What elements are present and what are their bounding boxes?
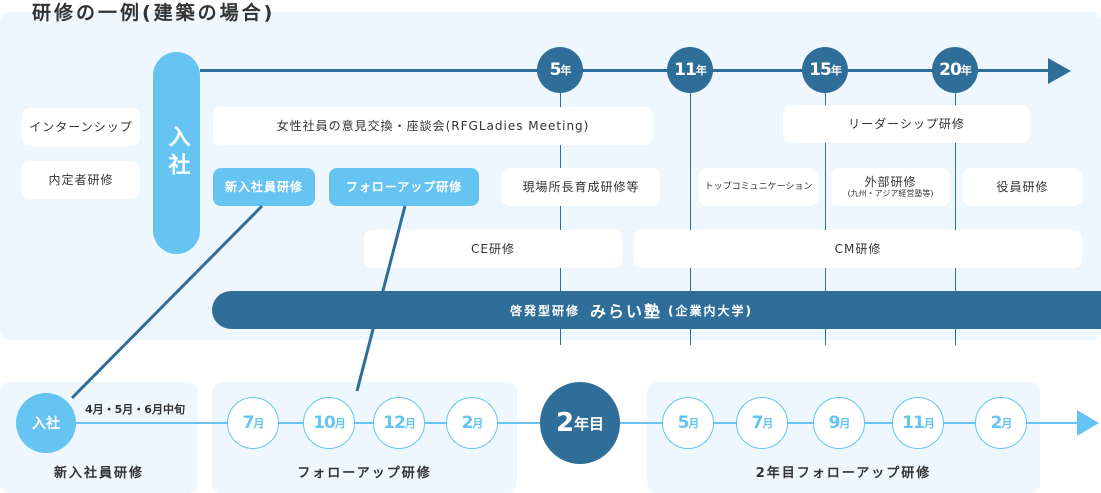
cm-box: CM研修	[634, 230, 1082, 268]
ladies-meeting-box: 女性社員の意見交換・座談会(RFGLadies Meeting)	[213, 107, 653, 145]
external-box: 外部研修(九州・アジア経営塾等)	[831, 168, 950, 206]
timeline-line	[200, 69, 1050, 72]
internship-box: インターンシップ	[22, 108, 140, 146]
timeline-arrow-icon	[1048, 58, 1071, 84]
executive-box: 役員研修	[963, 168, 1082, 206]
year-line	[560, 70, 561, 345]
follow-up-label: フォローアップ研修	[297, 466, 432, 481]
mirai-main: みらい塾	[590, 302, 663, 321]
pre-employment-box: 内定者研修	[22, 161, 140, 199]
bottom-arrow-icon	[1077, 410, 1099, 436]
site-manager-box: 現場所長育成研修等	[502, 168, 660, 206]
new-hire-box: 新入社員研修	[213, 168, 315, 206]
entry-circle: 入社	[16, 393, 76, 453]
leadership-box: リーダーシップ研修	[783, 105, 1030, 143]
year2-follow-up-label: 2年目フォローアップ研修	[755, 466, 932, 481]
new-hire-label: 新入社員研修	[53, 466, 144, 481]
top-communication-box: トップコミュニケーション	[699, 168, 818, 206]
mirai-pre: 啓発型研修	[510, 303, 581, 318]
entry-pill: 入社	[153, 52, 200, 254]
year-line	[825, 70, 826, 345]
follow-up-box: フォローアップ研修	[329, 168, 479, 206]
year-line	[955, 70, 956, 345]
page-title: 研修の一例(建築の場合)	[32, 2, 276, 24]
mirai-post: (企業内大学)	[668, 303, 754, 318]
external-sub: (九州・アジア経営塾等)	[847, 189, 934, 199]
year-line	[690, 70, 691, 345]
connector-new-hire	[70, 204, 264, 400]
ce-box: CE研修	[364, 230, 622, 268]
external-label: 外部研修	[864, 175, 917, 189]
entry-months: 4月・5月・6月中旬	[85, 403, 185, 416]
connector-follow-up	[355, 205, 407, 392]
mirai-bar: 啓発型研修 みらい塾 (企業内大学)	[212, 291, 1101, 329]
